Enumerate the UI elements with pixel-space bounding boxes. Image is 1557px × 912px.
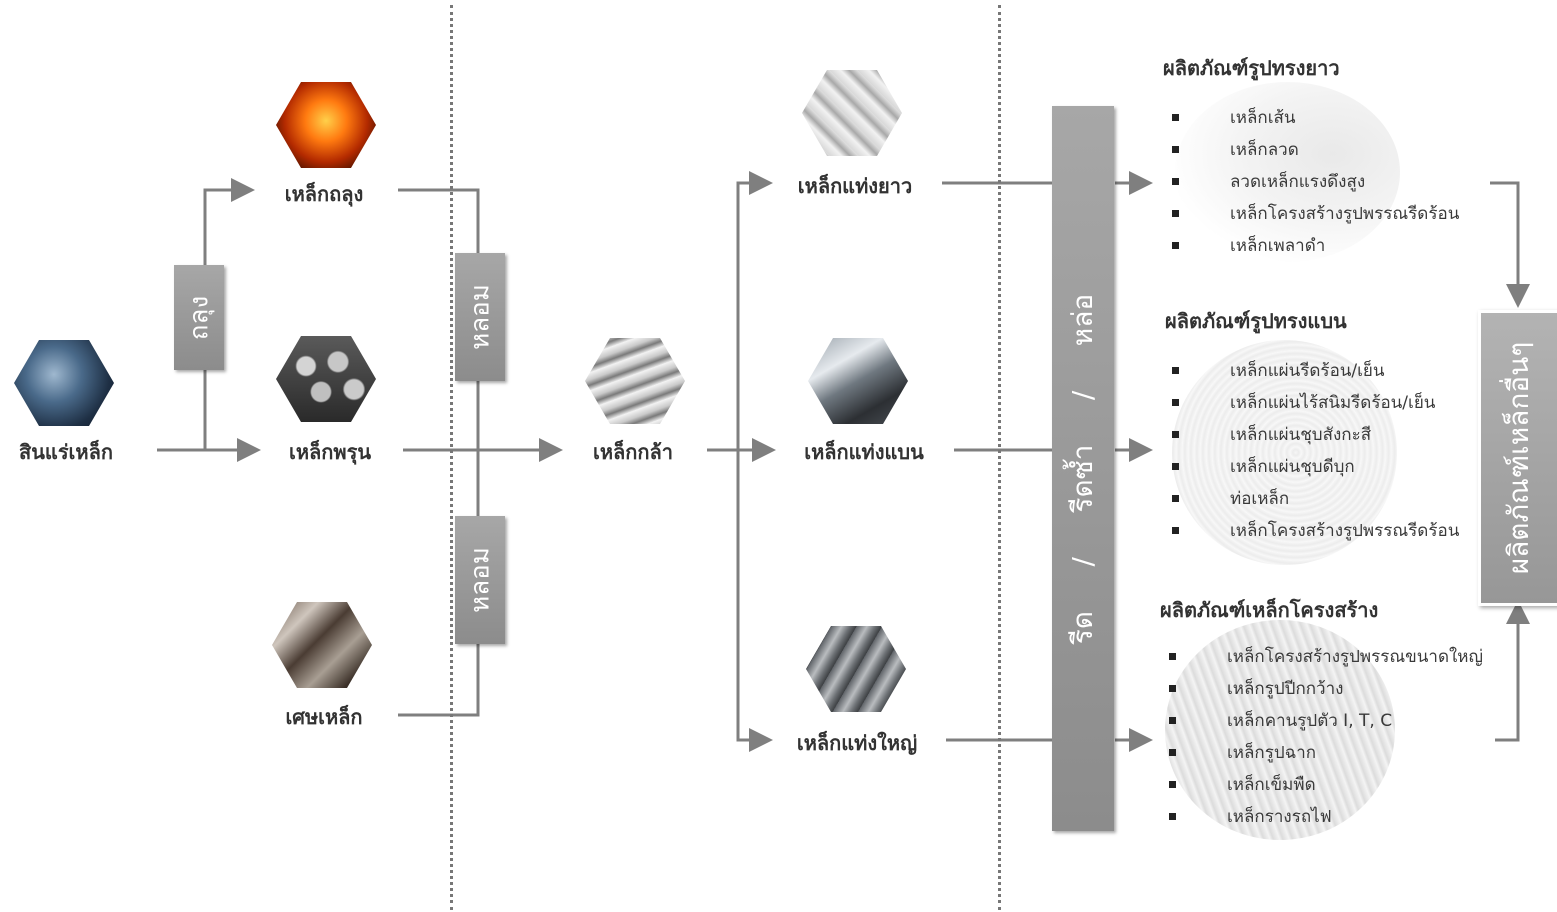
- bullet-icon: [1172, 463, 1179, 470]
- sponge-iron-label: เหล็กพรุน: [289, 440, 371, 464]
- slab-label: เหล็กแท่งแบน: [804, 440, 924, 464]
- steel-bars-icon: [585, 338, 685, 424]
- flat-products-list: เหล็กแผ่นรีดร้อน/เย็น เหล็กแผ่นไร้สนิมรี…: [1172, 355, 1459, 547]
- ore-label: สินแร่เหล็ก: [19, 440, 113, 464]
- structural-products-list: เหล็กโครงสร้างรูปพรรณขนาดใหญ่ เหล็กรูปปี…: [1169, 641, 1483, 833]
- long-products-title: ผลิตภัณฑ์รูปทรงยาว: [1163, 56, 1340, 80]
- bloom-label: เหล็กแท่งใหญ่: [796, 731, 918, 755]
- list-item: เหล็กเพลาดำ: [1172, 230, 1459, 262]
- flat-products-title: ผลิตภัณฑ์รูปทรงแบน: [1165, 309, 1347, 333]
- list-item: เหล็กแผ่นชุบสังกะสี: [1172, 419, 1459, 451]
- bullet-icon: [1169, 717, 1176, 724]
- bullet-icon: [1172, 210, 1179, 217]
- smelt-process-label: ถลุง: [184, 295, 215, 340]
- list-item: เหล็กลวด: [1172, 134, 1459, 166]
- long-products-list: เหล็กเส้น เหล็กลวด ลวดเหล็กแรงดึงสูง เหล…: [1172, 102, 1459, 262]
- smelt-process-box: ถลุง: [174, 265, 224, 370]
- list-item: ท่อเหล็ก: [1172, 483, 1459, 515]
- list-item: เหล็กโครงสร้างรูปพรรณรีดร้อน: [1172, 515, 1459, 547]
- rebar-structure-image: [1165, 620, 1395, 840]
- melt-process-box-2: หลอม: [455, 516, 505, 644]
- list-item: เหล็กแผ่นรีดร้อน/เย็น: [1172, 355, 1459, 387]
- melt-process-label-2: หลอม: [465, 547, 496, 613]
- round-blooms-icon: [806, 626, 906, 712]
- list-item: เหล็กเส้น: [1172, 102, 1459, 134]
- steel-label: เหล็กกล้า: [593, 440, 673, 464]
- bullet-icon: [1172, 431, 1179, 438]
- list-item: เหล็กคานรูปตัว I, T, C: [1169, 705, 1483, 737]
- list-item: เหล็กโครงสร้างรูปพรรณขนาดใหญ่: [1169, 641, 1483, 673]
- pig-iron-label: เหล็กถลุง: [284, 182, 364, 206]
- bullet-icon: [1169, 653, 1176, 660]
- stage-divider-2: [998, 5, 1001, 910]
- list-item: เหล็กเข็มพืด: [1169, 769, 1483, 801]
- stage-divider-1: [450, 5, 453, 910]
- bullet-icon: [1172, 114, 1179, 121]
- steel-plates-icon: [808, 338, 908, 424]
- melt-process-label-1: หลอม: [465, 284, 496, 350]
- steel-coil-image: [1172, 340, 1397, 565]
- bullet-icon: [1172, 242, 1179, 249]
- bullet-icon: [1169, 781, 1176, 788]
- melt-process-box-1: หลอม: [455, 253, 505, 381]
- bullet-icon: [1172, 178, 1179, 185]
- bullet-icon: [1172, 399, 1179, 406]
- square-billets-icon: [802, 70, 902, 156]
- other-products-label: ผลิตภัณฑ์เหล็กอื่นๆ: [1502, 341, 1535, 575]
- list-item: ลวดเหล็กแรงดึงสูง: [1172, 166, 1459, 198]
- bullet-icon: [1172, 527, 1179, 534]
- bullet-icon: [1172, 367, 1179, 374]
- other-products-box: ผลิตภัณฑ์เหล็กอื่นๆ: [1478, 310, 1557, 606]
- bullet-icon: [1172, 495, 1179, 502]
- forming-process-label: รีด / รีดซ้ำ / หล่อ: [1066, 293, 1099, 644]
- list-item: เหล็กโครงสร้างรูปพรรณรีดร้อน: [1172, 198, 1459, 230]
- bullet-icon: [1172, 146, 1179, 153]
- scrap-label: เศษเหล็ก: [285, 705, 363, 729]
- forming-process-box: รีด / รีดซ้ำ / หล่อ: [1052, 106, 1114, 831]
- bullet-icon: [1169, 813, 1176, 820]
- list-item: เหล็กแผ่นไร้สนิมรีดร้อน/เย็น: [1172, 387, 1459, 419]
- iron-ore-icon: [14, 340, 114, 426]
- structural-products-title: ผลิตภัณฑ์เหล็กโครงสร้าง: [1160, 598, 1379, 622]
- list-item: เหล็กรางรถไฟ: [1169, 801, 1483, 833]
- list-item: เหล็กรูปปีกกว้าง: [1169, 673, 1483, 705]
- bullet-icon: [1169, 749, 1176, 756]
- bullet-icon: [1169, 685, 1176, 692]
- billet-label: เหล็กแท่งยาว: [797, 174, 913, 198]
- list-item: เหล็กแผ่นชุบดีบุก: [1172, 451, 1459, 483]
- list-item: เหล็กรูปฉาก: [1169, 737, 1483, 769]
- wire-coil-image: [1175, 82, 1400, 262]
